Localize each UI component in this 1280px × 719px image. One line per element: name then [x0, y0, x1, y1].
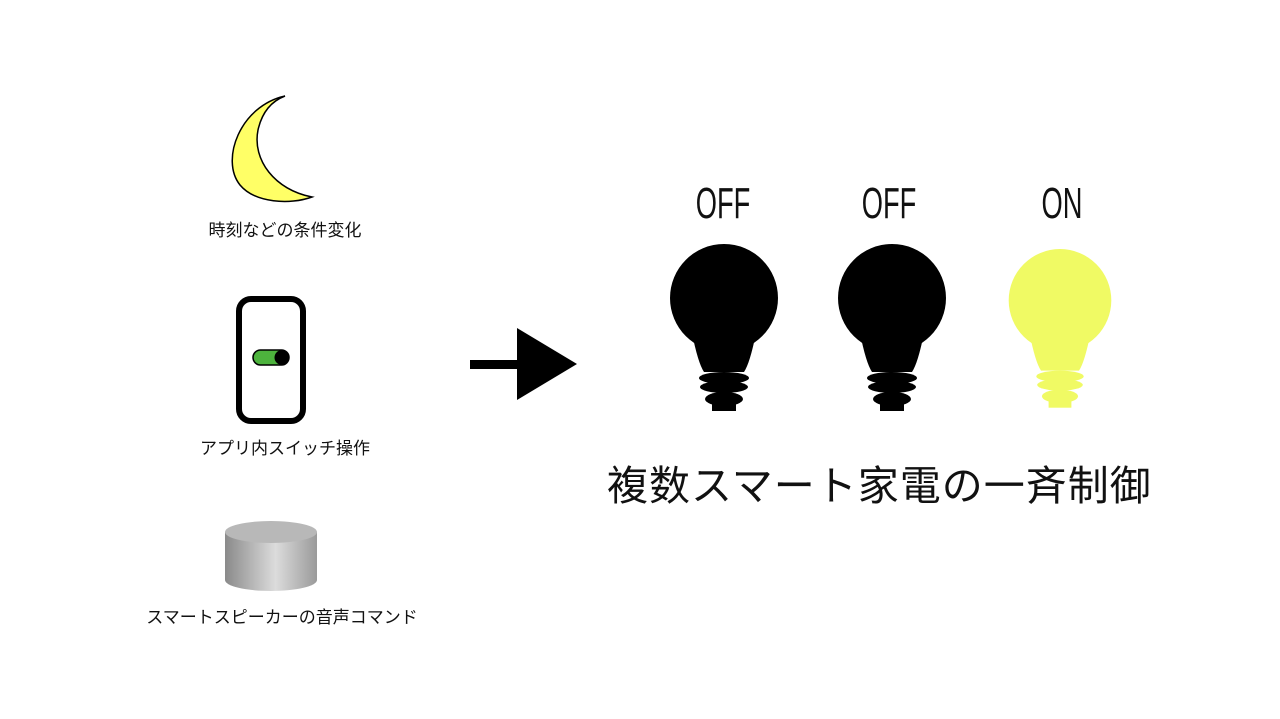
bulb-icon-3	[1008, 249, 1112, 408]
trigger-label-speaker: スマートスピーカーの音声コマンド	[146, 608, 418, 628]
bulb-state-2: OFF	[861, 179, 917, 228]
bulb-icon-2	[838, 244, 946, 411]
bulb-state-3: ON	[1041, 179, 1083, 228]
trigger-label-app: アプリ内スイッチ操作	[200, 439, 370, 459]
bulb-icon-1	[670, 244, 778, 411]
arrow-right-icon	[470, 328, 577, 400]
smartphone-toggle-icon	[236, 296, 306, 424]
trigger-label-time: 時刻などの条件変化	[208, 221, 362, 241]
smart-speaker-icon	[225, 521, 317, 591]
bulb-state-1: OFF	[695, 179, 751, 228]
moon-icon	[231, 95, 315, 203]
diagram-title: 複数スマート家電の一斉制御	[607, 462, 1152, 510]
